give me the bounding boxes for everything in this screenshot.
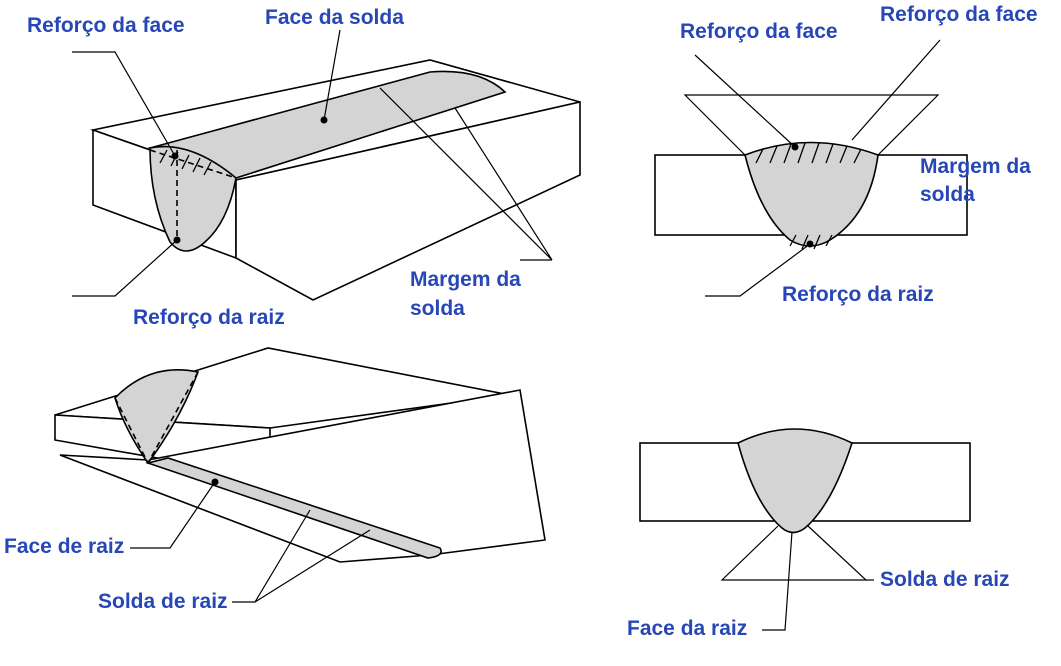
tl-root-reinforcement-leader — [72, 239, 178, 297]
tl-weld-face-leader — [323, 29, 341, 121]
bl-root-weld-leader — [232, 509, 371, 603]
label-tl-face-reinforcement: Reforço da face — [27, 14, 185, 37]
tr-weld-section — [744, 141, 879, 247]
tl-weld-section — [149, 145, 237, 252]
label-bl-root-weld: Solda de raiz — [98, 590, 228, 613]
label-tr-face-reinforcement-a: Reforço da face — [680, 20, 838, 43]
label-tl-weld-toe-2: solda — [410, 297, 465, 320]
label-tr-face-reinforcement-b: Reforço da face — [880, 3, 1038, 26]
tr-face-leader-a — [694, 54, 796, 148]
label-tl-weld-toe-1: Margem da — [410, 268, 521, 291]
label-tr-root-reinforcement: Reforço da raiz — [782, 283, 934, 306]
bl-root-bead — [145, 457, 442, 559]
tl-face-hatch — [159, 149, 212, 176]
bottom-right-cross-section — [639, 428, 971, 631]
label-br-root-face: Face da raiz — [627, 617, 748, 640]
bl-weld-section — [114, 369, 200, 465]
label-tr-weld-toe-2: solda — [920, 183, 975, 206]
tr-face-leader-b — [851, 39, 941, 141]
bottom-left-3d-root — [54, 347, 546, 603]
br-root-face-leader — [762, 531, 793, 631]
label-tl-weld-face: Face da solda — [265, 6, 404, 29]
label-bl-root-face: Face de raiz — [4, 535, 125, 558]
br-root-weld-leader — [720, 525, 868, 581]
tl-plate-side — [235, 100, 581, 301]
tr-weld-toe-leader — [683, 94, 940, 156]
br-weld-section — [737, 428, 853, 534]
tl-face-reinforcement-leader — [72, 51, 176, 157]
tr-face-hatch — [755, 142, 862, 164]
bl-dashed-fusion-2 — [147, 371, 199, 464]
tr-root-leader — [705, 243, 811, 297]
tl-weld-face-bead — [147, 70, 507, 179]
label-tl-root-reinforcement: Reforço da raiz — [133, 306, 285, 329]
tr-root-hatch — [789, 234, 833, 250]
top-left-3d-weld — [72, 29, 581, 301]
label-br-root-weld: Solda de raiz — [880, 568, 1010, 591]
top-right-cross-section — [654, 39, 968, 297]
bl-root-face-leader — [130, 481, 216, 549]
label-tr-weld-toe-1: Margem da — [920, 155, 1031, 178]
bl-dashed-fusion-1 — [114, 397, 149, 464]
